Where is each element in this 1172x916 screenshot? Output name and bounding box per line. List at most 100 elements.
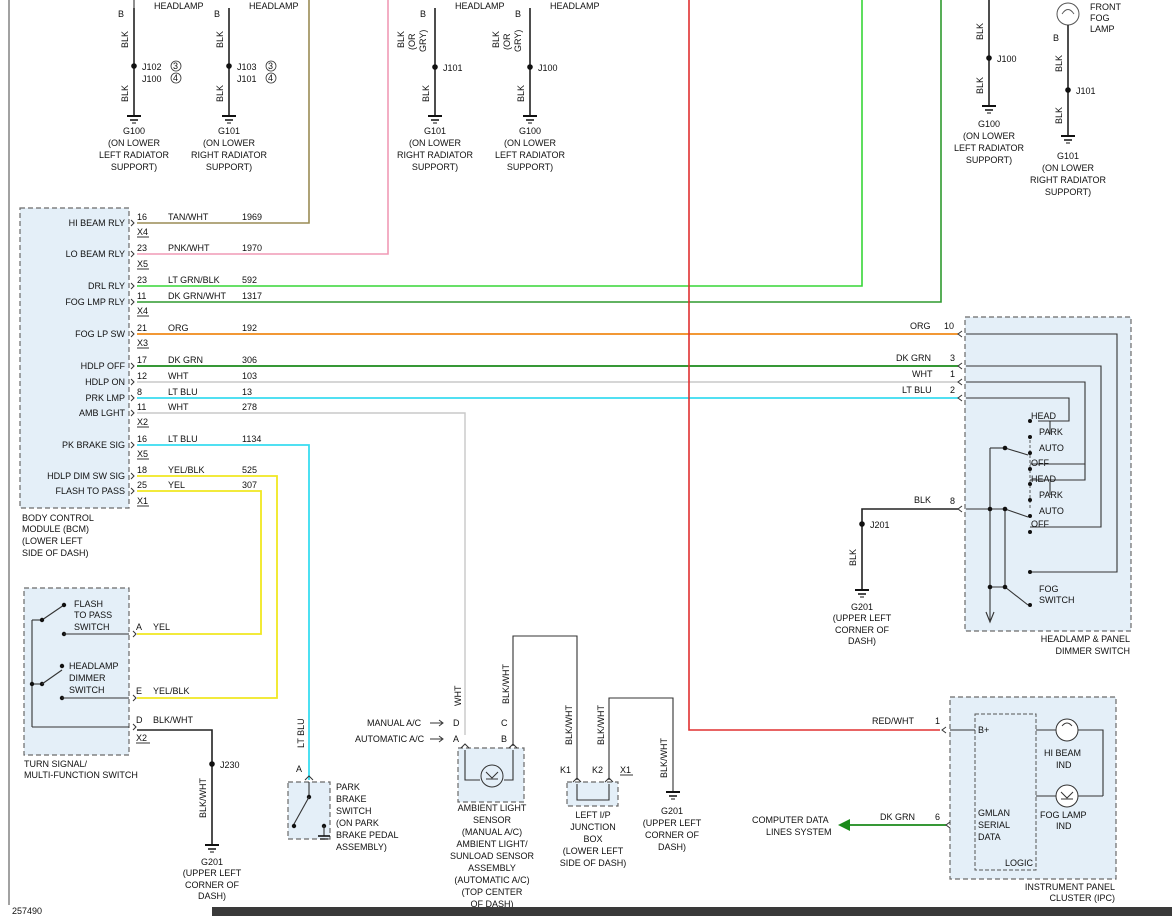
bcm-row-label: HDLP OFF [81, 361, 126, 371]
svg-text:DIMMER: DIMMER [69, 673, 106, 683]
svg-text:BOX: BOX [583, 834, 602, 844]
wire-dk-grn-wht [137, 0, 942, 303]
svg-text:FOG: FOG [1039, 584, 1059, 594]
bcm-circuit: 592 [242, 275, 257, 285]
wires [137, 0, 958, 780]
svg-text:GRY): GRY) [418, 30, 428, 52]
bcm-connector-label: X4 [137, 227, 148, 237]
svg-text:G101: G101 [424, 126, 446, 136]
svg-text:B: B [501, 734, 507, 744]
wire-lt-blu-pk [137, 444, 310, 780]
connector-chevron [130, 441, 135, 449]
svg-text:CORNER OF: CORNER OF [185, 880, 240, 890]
svg-text:SUNLOAD SENSOR: SUNLOAD SENSOR [450, 851, 535, 861]
svg-text:TURN SIGNAL/: TURN SIGNAL/ [24, 759, 88, 769]
connector-chevron [130, 219, 135, 227]
wire-yel-blk [137, 475, 278, 699]
svg-text:BLK/WHT: BLK/WHT [564, 704, 574, 745]
svg-text:OFF: OFF [1031, 458, 1049, 468]
top-ground-g101-mid: B BLK (OR GRY) J101 BLK G101 (ON LOWER R… [396, 1, 505, 172]
instrument-panel-cluster: INSTRUMENT PANEL CLUSTER (IPC) RED/WHT 1… [752, 696, 1117, 903]
svg-text:ASSEMBLY): ASSEMBLY) [336, 842, 387, 852]
bcm-circuit: 1970 [242, 243, 262, 253]
svg-text:RED/WHT: RED/WHT [872, 716, 914, 726]
svg-text:(TOP CENTER: (TOP CENTER [462, 887, 523, 897]
svg-text:10: 10 [944, 321, 954, 331]
svg-text:SUPPORT): SUPPORT) [966, 155, 1012, 165]
svg-text:A: A [136, 622, 142, 632]
splice-j102: J102 [142, 62, 162, 72]
svg-text:LT BLU: LT BLU [902, 385, 932, 395]
svg-text:WHT: WHT [453, 685, 463, 706]
svg-text:SWITCH: SWITCH [69, 685, 105, 695]
svg-text:SUPPORT): SUPPORT) [412, 162, 458, 172]
svg-text:SIDE OF DASH): SIDE OF DASH) [560, 858, 627, 868]
bcm-circuit: 278 [242, 402, 257, 412]
svg-text:D: D [136, 715, 143, 725]
svg-text:BLK: BLK [1054, 55, 1064, 72]
ground-g201-right: J201 BLK G201 (UPPER LEFT CORNER OF DASH… [833, 508, 958, 646]
svg-text:G100: G100 [978, 119, 1000, 129]
svg-text:BLK: BLK [120, 85, 130, 102]
svg-text:1: 1 [935, 716, 940, 726]
splice-j100: J100 [142, 74, 162, 84]
bcm-circuit: 13 [242, 387, 252, 397]
bcm-pin: 11 [137, 291, 146, 301]
bcm-wire-color: ORG [168, 323, 189, 333]
bottom-scrollbar[interactable] [212, 907, 1172, 916]
svg-text:PARK: PARK [1039, 427, 1063, 437]
svg-text:DK GRN: DK GRN [880, 812, 915, 822]
svg-text:PARK: PARK [336, 782, 360, 792]
svg-text:G201: G201 [661, 806, 683, 816]
svg-text:HEADLAMP: HEADLAMP [69, 661, 119, 671]
svg-text:3: 3 [950, 353, 955, 363]
bcm-connector-label: X5 [137, 449, 148, 459]
svg-text:B: B [420, 9, 426, 19]
bcm-wire-color: LT BLU [168, 387, 198, 397]
svg-text:E: E [136, 686, 142, 696]
bcm-pin: 17 [137, 355, 147, 365]
svg-text:SWITCH: SWITCH [336, 806, 372, 816]
body-control-module: BODY CONTROL MODULE (BCM) (LOWER LEFT SI… [19, 207, 262, 558]
pin-b-label: B [118, 9, 124, 19]
svg-text:BLK: BLK [975, 23, 985, 40]
svg-text:SUPPORT): SUPPORT) [1045, 187, 1091, 197]
bcm-pin: 21 [137, 323, 147, 333]
diagram-id: 257490 [12, 906, 42, 916]
bcm-row-label: AMB LGHT [79, 408, 126, 418]
wire-blk-label: BLK [120, 31, 130, 48]
svg-text:(MANUAL A/C): (MANUAL A/C) [462, 827, 522, 837]
bcm-connector-label: X3 [137, 338, 148, 348]
bcm-wire-color: PNK/WHT [168, 243, 210, 253]
bcm-row-label: HDLP ON [85, 377, 125, 387]
top-ground-g100-mid: B BLK (OR GRY) J100 BLK G100 (ON LOWER L… [491, 1, 600, 172]
svg-text:J100: J100 [538, 63, 558, 73]
svg-text:OF DASH): OF DASH) [470, 899, 513, 909]
svg-text:J230: J230 [220, 760, 240, 770]
bcm-pin: 25 [137, 480, 147, 490]
svg-text:K1: K1 [560, 765, 571, 775]
svg-text:HEADLAMP: HEADLAMP [154, 1, 204, 11]
svg-text:SUPPORT): SUPPORT) [507, 162, 553, 172]
svg-text:HEAD: HEAD [1031, 474, 1057, 484]
wire-tan-wht [137, 0, 310, 224]
svg-text:DASH): DASH) [198, 891, 226, 901]
svg-text:RIGHT RADIATOR: RIGHT RADIATOR [397, 150, 474, 160]
svg-text:IND: IND [1056, 821, 1072, 831]
svg-text:BLK: BLK [975, 77, 985, 94]
svg-text:SIDE OF DASH): SIDE OF DASH) [22, 548, 89, 558]
svg-text:SUPPORT): SUPPORT) [206, 162, 252, 172]
svg-text:AUTOMATIC A/C: AUTOMATIC A/C [355, 734, 425, 744]
svg-text:MODULE (BCM): MODULE (BCM) [22, 524, 89, 534]
svg-text:G101: G101 [218, 126, 240, 136]
svg-text:SENSOR: SENSOR [473, 815, 512, 825]
connector-chevron [130, 298, 135, 306]
svg-text:(AUTOMATIC A/C): (AUTOMATIC A/C) [454, 875, 529, 885]
svg-text:HEADLAMP: HEADLAMP [249, 1, 299, 11]
svg-text:6: 6 [935, 812, 940, 822]
svg-text:(ON PARK: (ON PARK [336, 818, 379, 828]
svg-text:WHT: WHT [912, 369, 933, 379]
svg-text:BLK: BLK [1054, 107, 1064, 124]
bcm-wire-color: DK GRN/WHT [168, 291, 226, 301]
svg-text:D: D [453, 718, 460, 728]
